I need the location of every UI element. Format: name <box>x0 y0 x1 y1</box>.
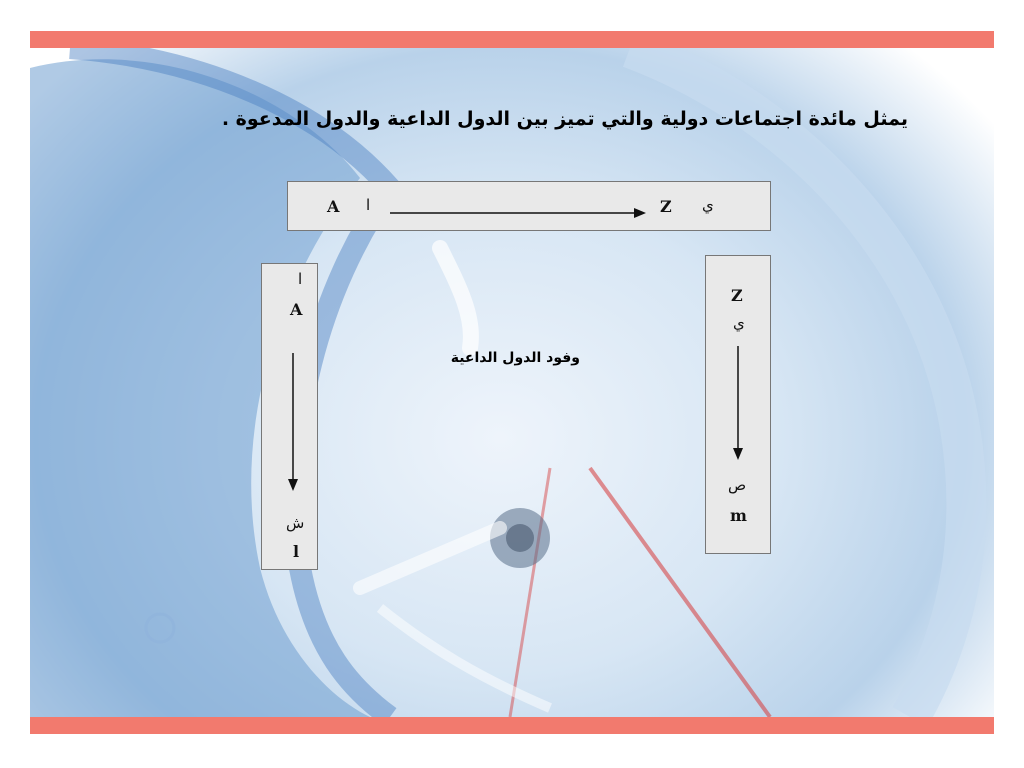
right-bottom-latin-label: m <box>730 506 747 525</box>
top-table-box: A ا Z ي <box>287 181 771 231</box>
top-right-arabic-label: ي <box>702 196 714 214</box>
right-top-arabic-label: ي <box>733 314 745 332</box>
slide-title: يمثل مائدة اجتماعات دولية والتي تميز بين… <box>221 108 908 130</box>
down-arrow-icon <box>733 346 743 460</box>
top-right-latin-label: Z <box>660 197 672 216</box>
left-bottom-arabic-label: ش <box>286 514 305 532</box>
down-arrow-icon <box>288 353 298 491</box>
right-arrow-icon <box>390 208 646 218</box>
top-left-latin-label: A <box>327 197 340 216</box>
left-bottom-latin-label: l <box>293 542 300 561</box>
clock-background-image <box>30 48 994 717</box>
top-left-arabic-label: ا <box>366 196 371 214</box>
inviting-delegations-label: وفود الدول الداعية <box>450 350 580 366</box>
left-table-box: ا A ش l <box>261 263 318 570</box>
top-accent-stripe <box>30 31 994 48</box>
right-top-latin-label: Z <box>731 286 743 305</box>
bottom-accent-stripe <box>30 717 994 734</box>
right-bottom-arabic-label: ص <box>728 476 747 494</box>
left-top-latin-label: A <box>290 300 303 319</box>
right-table-box: Z ي ص m <box>705 255 771 554</box>
left-top-arabic-label: ا <box>298 270 303 288</box>
